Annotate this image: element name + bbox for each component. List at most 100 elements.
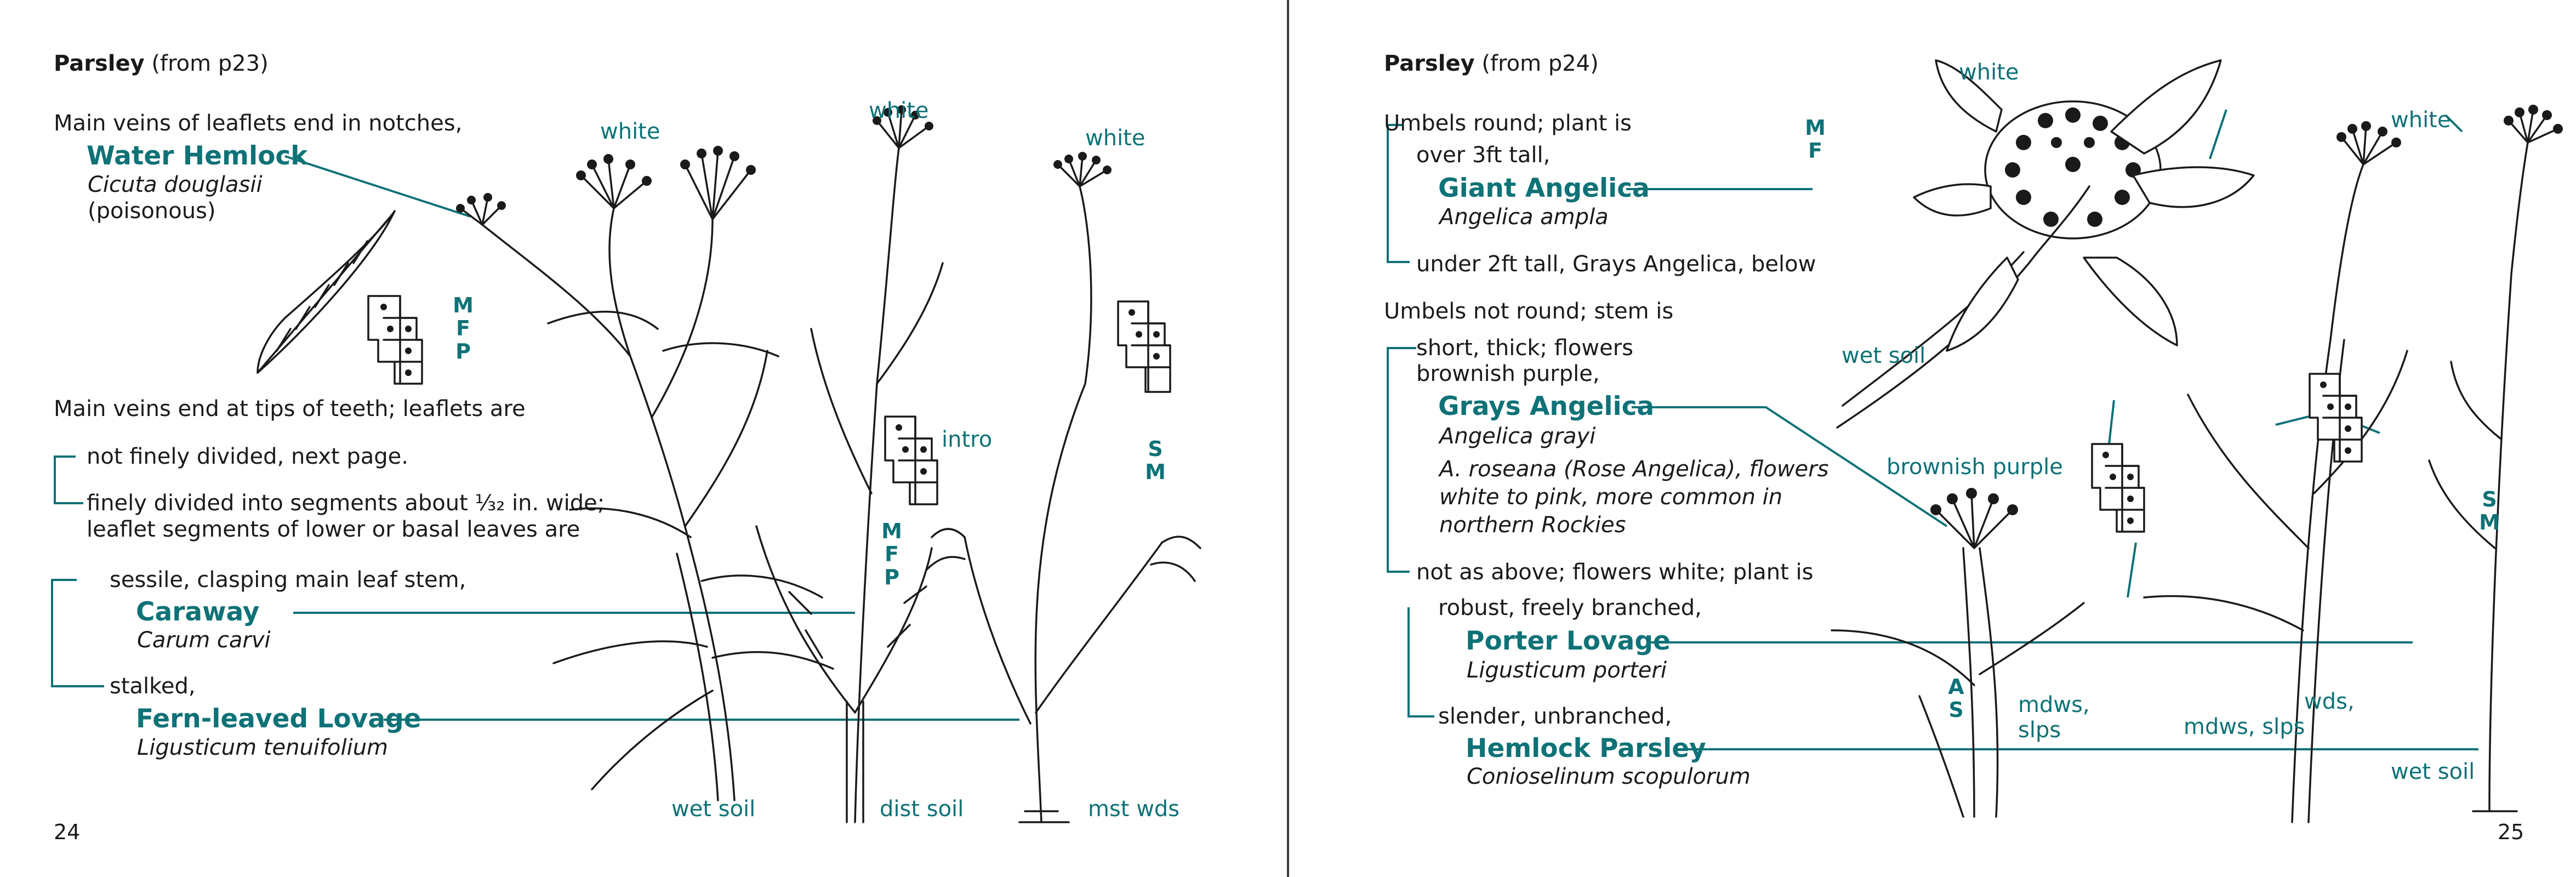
species-name-grays-angelica: Grays Angelica (1438, 391, 1655, 422)
key-option-over3: over 3ft tall, (1416, 143, 1551, 168)
range-map-icon (2309, 373, 2363, 463)
flower-color-label: white (1085, 126, 1145, 151)
key-lead-2: Main veins end at tips of teeth; leaflet… (54, 396, 526, 422)
key-option-a: not finely divided, next page. (87, 444, 408, 469)
code-letter: F (885, 542, 899, 566)
code-letter: M (453, 293, 474, 317)
key-lead-1: Umbels round; plant is (1384, 111, 1632, 136)
giant-angelica-drawing (1836, 59, 2255, 429)
key-lead-2: Umbels not round; stem is (1384, 299, 1674, 324)
species-name-giant-angelica: Giant Angelica (1438, 173, 1650, 203)
code-letter: M (1805, 116, 1826, 140)
umbels-round-bracket (1387, 124, 1410, 263)
page-number: 24 (54, 820, 81, 844)
scientific-name: Ligusticum tenuifolium (137, 735, 389, 760)
scientific-name: Conioselinum scopulorum (1467, 764, 1751, 789)
flower-color-label: white (600, 119, 660, 144)
code-letter: A (1948, 675, 1964, 699)
left-page-illustrations (51, 105, 1201, 823)
water-hemlock-leaflet-drawing (257, 210, 396, 374)
code-letter: S (1948, 698, 1964, 722)
water-hemlock-plant-drawing (456, 146, 834, 801)
range-map-leaders (2107, 400, 2137, 598)
robust-slender-bracket (1407, 607, 1434, 717)
habitat-label: wds, (2304, 689, 2355, 714)
key-option-short-cont: brownish purple, (1416, 361, 1600, 386)
grays-angelica-leader (1632, 406, 1948, 527)
code-letter: P (455, 339, 471, 363)
species-note: northern Rockies (1439, 512, 1626, 538)
flower-color-label: white (1959, 60, 2019, 85)
key-option-robust: robust, freely branched, (1438, 595, 1702, 620)
habitat-label: wet soil (2391, 759, 2475, 784)
species-name-water-hemlock: Water Hemlock (87, 141, 308, 171)
right-page-illustrations (1387, 59, 2563, 823)
scientific-name: Angelica ampla (1439, 204, 1609, 230)
right-page: Parsley (from p24) Umbels round; plant i… (1289, 0, 2576, 877)
key-lead-1: Main veins of leaflets end in notches, (54, 111, 463, 136)
sessile-stalked-bracket (51, 579, 104, 687)
code-letter: F (1808, 139, 1822, 163)
leaflet-options-bracket (54, 455, 83, 504)
species-name-fern-lovage: Fern-leaved Lovage (136, 704, 421, 734)
key-option-b: finely divided into segments about ⅟₃₂ i… (87, 491, 605, 516)
habitat-label: mst wds (1088, 796, 1180, 822)
header-ref: (from p23) (151, 51, 269, 76)
species-note: white to pink, more common in (1439, 485, 1783, 510)
key-option-under2: under 2ft tall, Grays Angelica, below (1416, 252, 1816, 277)
code-letter: S (1148, 437, 1163, 461)
page-number: 25 (2498, 820, 2524, 844)
code-letter: M (1145, 460, 1166, 484)
key-option-slender: slender, unbranched, (1438, 704, 1672, 729)
range-map-icon (367, 295, 423, 385)
header-ref: (from p24) (1481, 51, 1599, 76)
code-letter: M (881, 519, 902, 543)
habitat-label: wet soil (1842, 343, 1926, 368)
toxicity-note: (poisonous) (88, 198, 216, 224)
flower-color-label: white (2391, 107, 2451, 133)
page-header: Parsley (from p24) (1384, 50, 1599, 77)
page-header: Parsley (from p23) (54, 50, 269, 77)
species-name-porter-lovage: Porter Lovage (1466, 626, 1671, 656)
key-option-short: short, thick; flowers (1416, 335, 1633, 361)
flower-color-label: brownish purple (1887, 454, 2063, 480)
key-option-stalked: stalked, (110, 674, 196, 699)
code-letter: P (884, 565, 899, 589)
code-letter: S (2482, 487, 2497, 511)
species-name-hemlock-parsley: Hemlock Parsley (1466, 733, 1706, 764)
umbels-not-round-bracket (1387, 347, 1416, 573)
code-letter: M (2479, 510, 2500, 534)
species-name-caraway: Caraway (136, 597, 260, 627)
page-divider (1287, 0, 1289, 877)
status-label: intro (942, 427, 993, 452)
left-page: Parsley (from p23) Main veins of leaflet… (0, 0, 1287, 877)
flower-color-label: white (869, 98, 929, 123)
scientific-name: Carum carvi (137, 628, 271, 653)
key-option-b-cont: leaflet segments of lower or basal leave… (87, 517, 580, 542)
code-letter: F (456, 316, 470, 340)
range-map-icon (884, 415, 938, 505)
range-map-icon (2091, 443, 2145, 533)
fern-lovage-plant-drawing (925, 152, 1201, 823)
scientific-name: Ligusticum porteri (1467, 658, 1667, 683)
hemlock-parsley-drawing (2428, 105, 2563, 812)
scientific-name: Cicuta douglasii (88, 172, 263, 197)
range-map-icon (1117, 300, 1171, 393)
header-species: Parsley (54, 51, 145, 76)
grays-angelica-drawing (1831, 488, 2085, 818)
white-label-leaders (2209, 109, 2463, 160)
key-option-not-above: not as above; flowers white; plant is (1416, 560, 1814, 585)
habitat-label: wet soil (671, 796, 756, 822)
scientific-name: Angelica grayi (1439, 424, 1596, 449)
header-species: Parsley (1384, 51, 1475, 76)
habitat-label: dist soil (880, 796, 964, 822)
habitat-label: mdws, (2018, 692, 2090, 717)
species-note: A. roseana (Rose Angelica), flowers (1439, 457, 1829, 482)
